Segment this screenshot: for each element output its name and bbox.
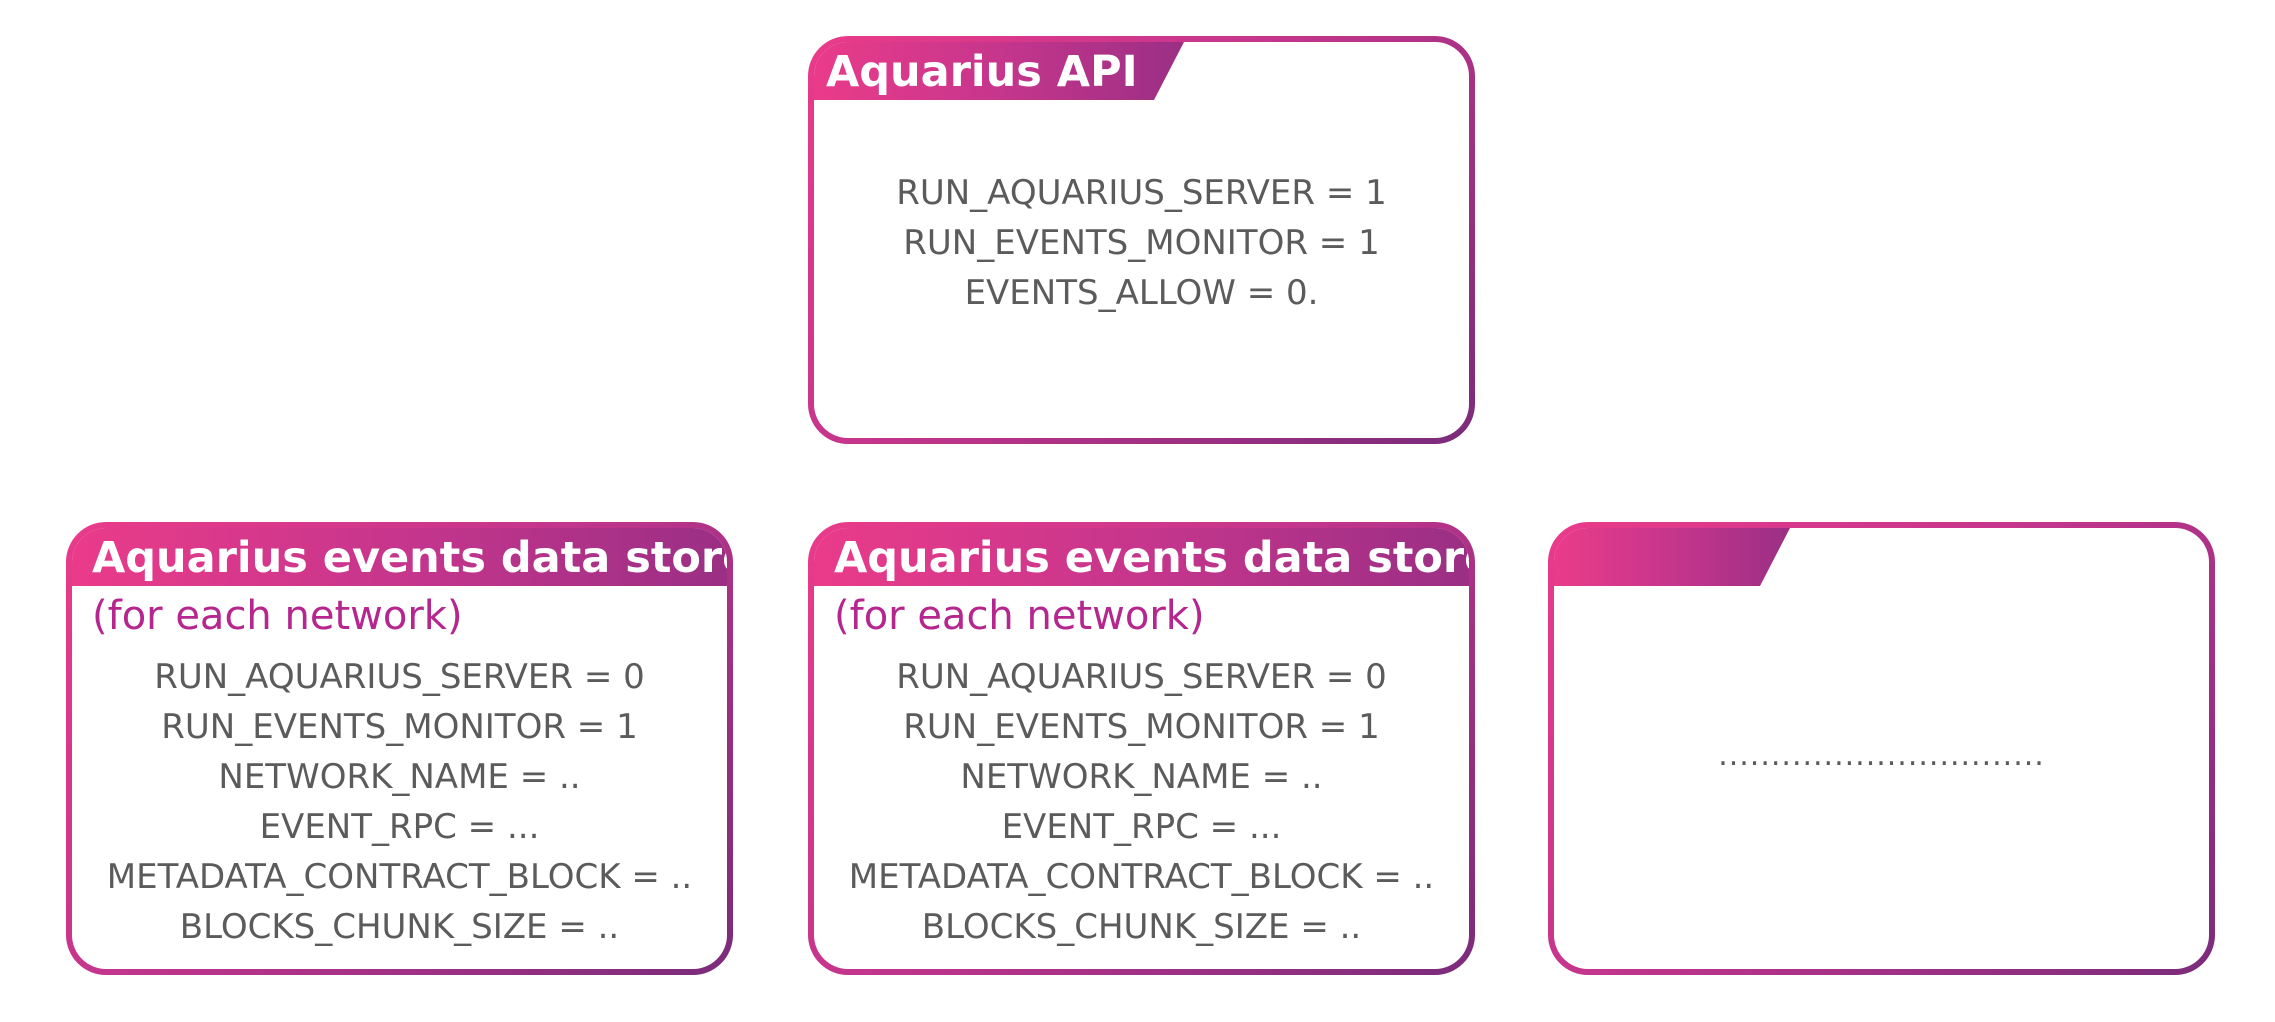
config-line: RUN_EVENTS_MONITOR = 1 bbox=[903, 707, 1380, 747]
aquarius-api-title: Aquarius API bbox=[826, 47, 1138, 97]
events-data-store-subtitle-2: (for each network) bbox=[834, 593, 1205, 639]
config-line: RUN_AQUARIUS_SERVER = 0 bbox=[896, 657, 1387, 697]
config-line: RUN_AQUARIUS_SERVER = 1 bbox=[896, 173, 1387, 213]
config-line: RUN_EVENTS_MONITOR = 1 bbox=[161, 707, 638, 747]
events-data-store-box-2: Aquarius events data store (for each net… bbox=[808, 522, 1475, 975]
aquarius-api-tab: Aquarius API bbox=[814, 42, 1184, 100]
events-data-store-box-1-body: Aquarius events data store (for each net… bbox=[72, 528, 727, 969]
events-data-store-title-1: Aquarius events data store bbox=[92, 533, 727, 583]
config-line: EVENT_RPC = ... bbox=[1001, 807, 1282, 847]
config-line: EVENTS_ALLOW = 0. bbox=[964, 273, 1319, 313]
events-data-store-config-lines-2: RUN_AQUARIUS_SERVER = 0 RUN_EVENTS_MONIT… bbox=[814, 652, 1469, 952]
events-data-store-config-lines-1: RUN_AQUARIUS_SERVER = 0 RUN_EVENTS_MONIT… bbox=[72, 652, 727, 952]
events-data-store-box-2-body: Aquarius events data store (for each net… bbox=[814, 528, 1469, 969]
config-line: METADATA_CONTRACT_BLOCK = .. bbox=[106, 857, 693, 897]
events-data-store-tab-2: Aquarius events data store bbox=[814, 528, 1469, 586]
config-line: NETWORK_NAME = .. bbox=[960, 757, 1323, 797]
config-line: BLOCKS_CHUNK_SIZE = .. bbox=[921, 907, 1362, 947]
config-line: RUN_EVENTS_MONITOR = 1 bbox=[903, 223, 1380, 263]
more-networks-box: ............................... bbox=[1548, 522, 2215, 975]
aquarius-api-box-body: Aquarius API RUN_AQUARIUS_SERVER = 1 RUN… bbox=[814, 42, 1469, 438]
ellipsis-placeholder: ............................... bbox=[1718, 738, 2045, 773]
config-line: NETWORK_NAME = .. bbox=[218, 757, 581, 797]
more-networks-tab bbox=[1554, 528, 1790, 586]
events-data-store-box-1: Aquarius events data store (for each net… bbox=[66, 522, 733, 975]
config-line: RUN_AQUARIUS_SERVER = 0 bbox=[154, 657, 645, 697]
events-data-store-title-2: Aquarius events data store bbox=[834, 533, 1469, 583]
config-line: METADATA_CONTRACT_BLOCK = .. bbox=[848, 857, 1435, 897]
aquarius-api-config-lines: RUN_AQUARIUS_SERVER = 1 RUN_EVENTS_MONIT… bbox=[814, 168, 1469, 318]
events-data-store-subtitle-1: (for each network) bbox=[92, 593, 463, 639]
more-networks-box-body: ............................... bbox=[1554, 528, 2209, 969]
config-line: BLOCKS_CHUNK_SIZE = .. bbox=[179, 907, 620, 947]
config-line: EVENT_RPC = ... bbox=[259, 807, 540, 847]
aquarius-api-box: Aquarius API RUN_AQUARIUS_SERVER = 1 RUN… bbox=[808, 36, 1475, 444]
events-data-store-tab-1: Aquarius events data store bbox=[72, 528, 727, 586]
